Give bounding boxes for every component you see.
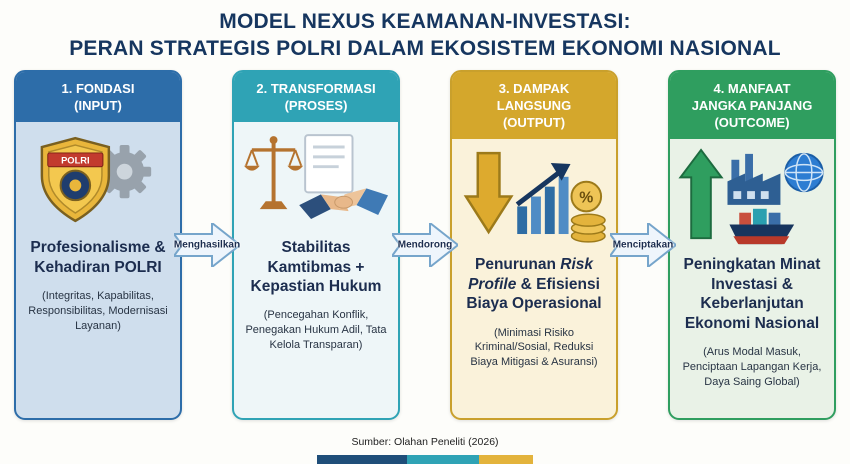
page-title: MODEL NEXUS KEAMANAN-INVESTASI: PERAN ST… <box>0 0 850 63</box>
globe-icon <box>784 153 824 193</box>
footer-stripe <box>317 455 533 464</box>
stripe-gold <box>479 455 533 464</box>
arrow-label: Mendorong <box>397 239 453 251</box>
card-dampak-title-italic: Risk Profile <box>468 256 593 293</box>
block-arrow-icon <box>610 223 676 267</box>
card-fondasi-input: 1. FONDASI (INPUT) <box>14 70 182 420</box>
card-fondasi-icons: POLRI <box>34 130 162 232</box>
polri-badge-label: POLRI <box>61 156 90 166</box>
card-dampak-subtitle: (Minimasi Risiko Kriminal/Sosial, Reduks… <box>470 326 598 369</box>
coins-icon: % <box>570 180 606 243</box>
factory-icon <box>727 154 781 206</box>
card-dampak-title-pre: Penurunan <box>474 256 561 274</box>
card-dampak-header: 3. DAMPAK LANGSUNG (OUTPUT) <box>452 72 616 140</box>
stripe-blue <box>317 455 407 464</box>
arrow-menciptakan: Menciptakan <box>610 223 676 267</box>
page-title-line2: PERAN STRATEGIS POLRI DALAM EKOSISTEM EK… <box>69 36 781 60</box>
card-transformasi-header: 2. TRANSFORMASI (PROSES) <box>234 72 398 123</box>
arrow-menghasilkan: Menghasilkan <box>174 223 240 267</box>
handshake-icon <box>299 188 389 219</box>
card-dampak-icons: % <box>460 147 608 249</box>
card-manfaat-subtitle: (Arus Modal Masuk, Penciptaan Lapangan K… <box>682 345 822 388</box>
card-fondasi-header: 1. FONDASI (INPUT) <box>16 72 180 123</box>
card-transformasi-title: Stabilitas Kamtibmas + Kepastian Hukum <box>250 239 382 296</box>
card-transformasi-subtitle: (Pencegahan Konflik, Penegakan Hukum Adi… <box>245 309 387 352</box>
stage-cards-row: 1. FONDASI (INPUT) <box>14 70 836 420</box>
arrow-mendorong: Mendorong <box>392 223 458 267</box>
document-icon <box>304 133 354 194</box>
block-arrow-icon <box>174 223 240 267</box>
down-arrow-icon <box>463 151 514 235</box>
block-arrow-icon <box>392 223 458 267</box>
card-transformasi-icons <box>242 130 390 232</box>
card-fondasi-title: Profesionalisme & Kehadiran POLRI <box>30 239 166 276</box>
arrow-label: Menciptakan <box>612 239 674 251</box>
card-manfaat-icons <box>678 147 826 249</box>
card-manfaat-title: Peningkatan Minat Investasi & Keberlanju… <box>683 256 821 332</box>
up-arrow-icon <box>678 148 724 240</box>
card-dampak-title-post: & Efisiensi Biaya Operasional <box>466 275 602 313</box>
polri-badge-icon: POLRI <box>40 137 111 223</box>
bar-chart-icon <box>515 162 571 234</box>
ship-icon <box>729 209 795 245</box>
card-dampak-output: 3. DAMPAK LANGSUNG (OUTPUT) <box>450 70 618 420</box>
card-fondasi-subtitle: (Integritas, Kapabilitas, Responsibilita… <box>28 290 168 332</box>
percent-symbol: % <box>579 189 593 206</box>
card-transformasi-proses: 2. TRANSFORMASI (PROSES) <box>232 70 400 420</box>
source-note: Sumber: Olahan Peneliti (2026) <box>351 436 499 448</box>
card-manfaat-outcome: 4. MANFAAT JANGKA PANJANG (OUTCOME) <box>668 70 836 420</box>
justice-scales-icon <box>243 135 304 209</box>
page-title-line1: MODEL NEXUS KEAMANAN-INVESTASI: <box>219 10 631 33</box>
stripe-teal <box>407 455 479 464</box>
arrow-label: Menghasilkan <box>173 239 241 251</box>
card-manfaat-header: 4. MANFAAT JANGKA PANJANG (OUTCOME) <box>670 72 834 140</box>
card-dampak-title: Penurunan Risk Profile & Efisiensi Biaya… <box>461 255 607 313</box>
